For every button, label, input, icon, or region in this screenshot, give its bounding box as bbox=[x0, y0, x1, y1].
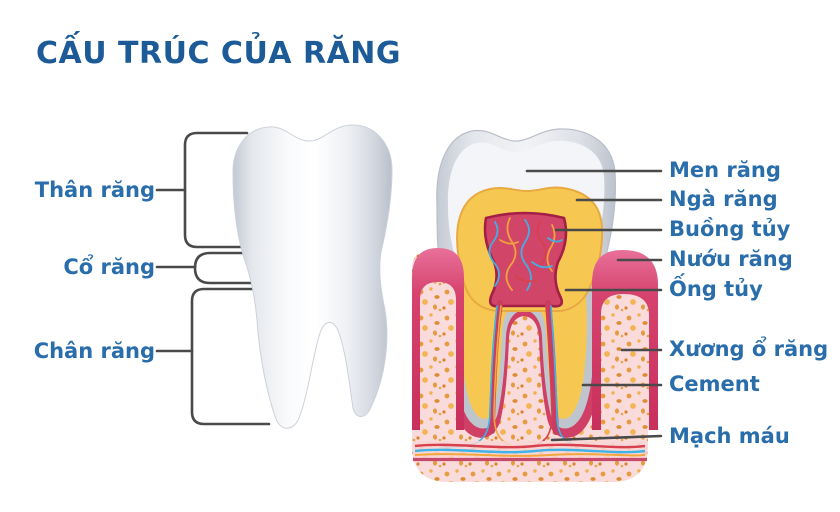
pulp-vessels bbox=[488, 217, 563, 291]
pulp-chamber bbox=[483, 211, 568, 308]
label-cement: Cement bbox=[669, 372, 760, 396]
label-chan-rang: Chân răng bbox=[33, 339, 155, 363]
label-ong-tuy: Ống tủy bbox=[669, 277, 763, 301]
label-men-rang: Men răng bbox=[669, 158, 781, 182]
root-canals bbox=[489, 300, 559, 435]
blood-vessel-band bbox=[413, 441, 647, 462]
label-mach-mau: Mạch máu bbox=[669, 424, 790, 448]
whole-tooth bbox=[232, 124, 393, 429]
gum-left bbox=[412, 248, 464, 430]
label-than-rang: Thân răng bbox=[34, 178, 155, 202]
label-buong-tuy: Buồng tủy bbox=[669, 217, 791, 241]
bracket-chan-rang bbox=[190, 287, 271, 426]
gum-right bbox=[592, 250, 658, 430]
label-xuong-o-rang: Xương ổ răng bbox=[669, 337, 829, 361]
leader-mach-mau bbox=[550, 434, 663, 442]
label-co-rang: Cổ răng bbox=[63, 255, 155, 279]
label-nga-rang: Ngà răng bbox=[669, 187, 778, 211]
page-title: CẤU TRÚC CỦA RĂNG bbox=[36, 36, 402, 71]
label-nuou-rang: Nướu răng bbox=[669, 247, 793, 271]
